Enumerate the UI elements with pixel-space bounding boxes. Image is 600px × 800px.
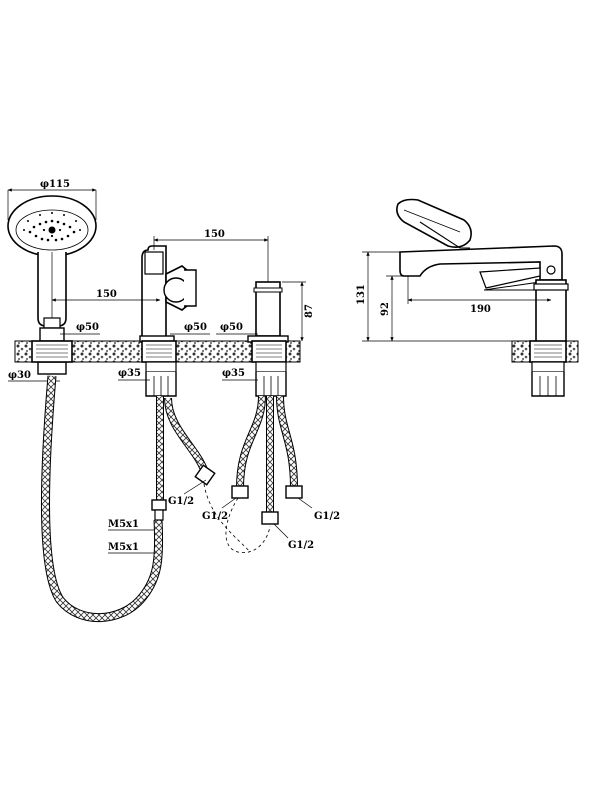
dim-base-dia-1: φ50 — [76, 322, 99, 333]
dim-thread-1: G1/2 — [168, 496, 194, 507]
dim-thread-m2: M5x1 — [108, 542, 139, 553]
dim-height-87: 87 — [304, 304, 315, 318]
shower-hose — [40, 375, 164, 623]
dim-hole-dia-right: φ35 — [222, 368, 245, 379]
dim-thread-3: G1/2 — [314, 511, 340, 522]
mixer-valve-body — [247, 281, 289, 343]
side-view-spout — [396, 198, 569, 343]
dim-base-dia-3: φ50 — [220, 322, 243, 333]
dim-spacing-left: 150 — [96, 289, 117, 300]
dim-side-reach-190: 190 — [470, 304, 491, 315]
dim-side-height-92: 92 — [380, 302, 391, 316]
dim-hole-dia-left: φ30 — [8, 370, 31, 381]
diverter-body — [139, 245, 197, 343]
hand-shower-head — [7, 195, 97, 342]
dim-thread-4: G1/2 — [288, 540, 314, 551]
dim-base-dia-2: φ50 — [184, 322, 207, 333]
dim-hole-dia-mid: φ35 — [118, 368, 141, 379]
dim-thread-2: G1/2 — [202, 511, 228, 522]
dim-spacing-top: 150 — [204, 229, 225, 240]
dim-side-height-131: 131 — [356, 284, 367, 305]
dim-thread-m1: M5x1 — [108, 519, 139, 530]
dim-head-diameter: φ115 — [40, 179, 70, 190]
